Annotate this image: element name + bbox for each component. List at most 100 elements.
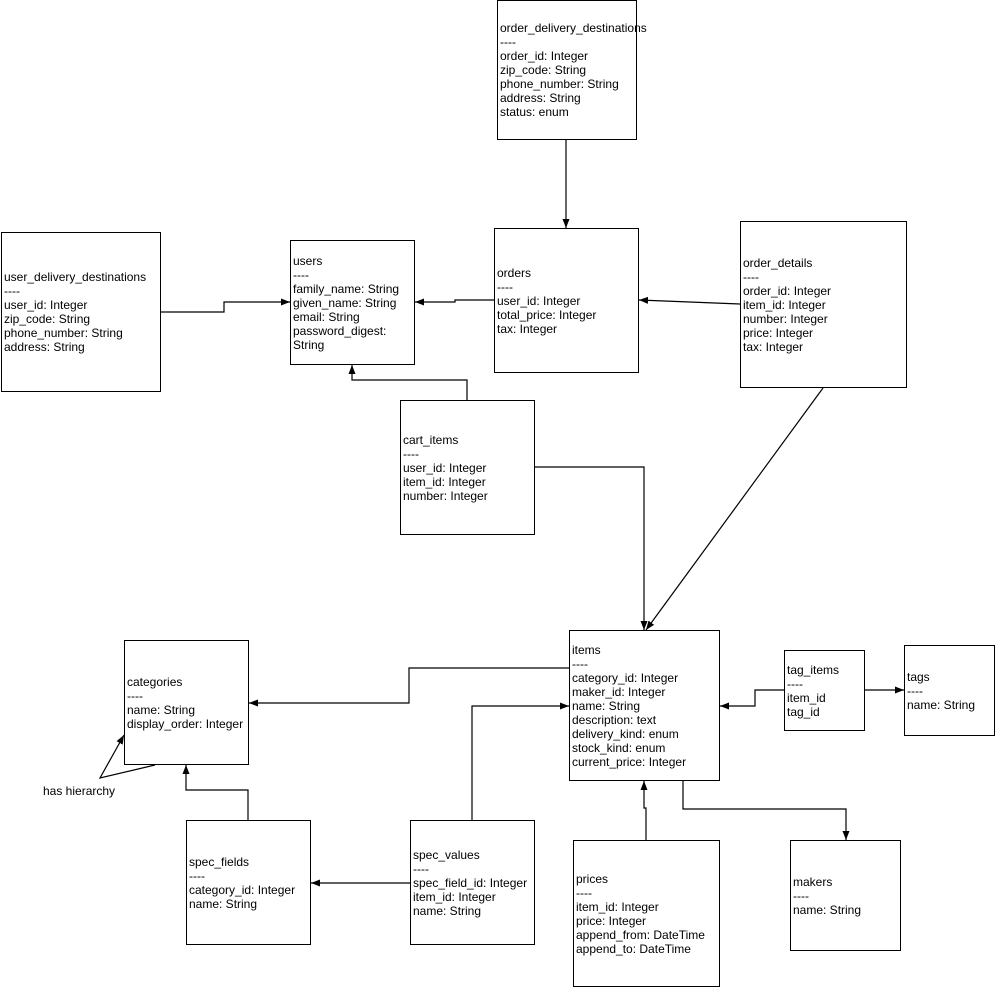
entity-title: order_delivery_destinations: [500, 21, 647, 35]
entity-title: cart_items: [403, 432, 459, 447]
entity-separator: ----: [127, 688, 143, 703]
entity-field: family_name: String: [293, 281, 400, 296]
entity-tags[interactable]: tags----name: String: [904, 645, 995, 736]
entity-separator: ----: [403, 446, 419, 461]
entity-title: orders: [497, 265, 532, 280]
entity-field: stock_kind: enum: [572, 740, 666, 755]
entity-field: zip_code: String: [500, 63, 587, 77]
entity-separator: ----: [500, 35, 516, 49]
entity-field: order_id: Integer: [500, 49, 589, 63]
entity-field: given_name: String: [293, 295, 397, 310]
entity-field: String: [293, 337, 325, 352]
entity-field: tax: Integer: [497, 321, 558, 336]
entity-title: spec_fields: [189, 854, 250, 869]
relation-spec-values-to-items: [471, 702, 569, 820]
entity-title: prices: [576, 871, 609, 886]
entity-field: number: Integer: [743, 311, 828, 326]
entity-field: price: Integer: [743, 325, 814, 340]
relation-items-to-categories: [249, 667, 569, 707]
entity-field: name: String: [793, 902, 862, 917]
entity-field: name: String: [413, 903, 482, 918]
entity-separator: ----: [413, 861, 429, 876]
entity-field: status: enum: [500, 105, 569, 119]
entity-field: delivery_kind: enum: [572, 726, 679, 741]
entity-field: user_id: Integer: [403, 460, 487, 475]
entity-separator: ----: [743, 269, 759, 284]
entity-field: price: Integer: [576, 913, 647, 928]
relation-cart-items-to-items: [535, 466, 648, 630]
entity-title: categories: [127, 674, 183, 689]
entity-separator: ----: [572, 656, 588, 671]
entity-separator: ----: [189, 868, 205, 883]
relation-order-details-to-orders: [638, 296, 741, 305]
entity-separator: ----: [576, 885, 592, 900]
entity-field: current_price: Integer: [572, 754, 687, 769]
relation-order-details-to-items: [645, 387, 824, 631]
entity-title: tags: [907, 669, 930, 684]
entity-field: item_id: Integer: [413, 889, 496, 904]
entity-field: name: String: [127, 702, 196, 717]
relation-udd-to-users: [161, 298, 290, 313]
entity-title: tag_items: [787, 662, 840, 677]
entity-user_delivery_destinations[interactable]: user_delivery_destinations----user_id: I…: [1, 232, 161, 392]
entity-field: tag_id: [787, 704, 820, 719]
entity-field: name: String: [907, 697, 976, 712]
entity-order_delivery_destinations[interactable]: order_delivery_destinations----order_id:…: [497, 0, 647, 140]
entity-separator: ----: [793, 888, 809, 903]
entity-field: maker_id: Integer: [572, 684, 666, 699]
relation-items-to-makers: [682, 781, 850, 840]
relation-tag-items-to-items: [720, 689, 784, 710]
entity-separator: ----: [293, 267, 309, 282]
entity-field: address: String: [500, 91, 581, 105]
entity-field: category_id: Integer: [189, 882, 296, 897]
entity-field: name: String: [572, 698, 641, 713]
entity-field: category_id: Integer: [572, 670, 679, 685]
entity-field: append_to: DateTime: [576, 941, 691, 956]
entity-title: user_delivery_destinations: [4, 270, 147, 284]
entity-separator: ----: [907, 683, 923, 698]
entity-title: order_details: [743, 255, 813, 270]
entity-field: name: String: [189, 896, 258, 911]
entity-separator: ----: [4, 284, 20, 298]
entity-field: item_id: Integer: [743, 297, 826, 312]
entity-field: email: String: [293, 309, 360, 324]
entity-field: display_order: Integer: [127, 716, 244, 731]
relation-orders-to-users: [415, 298, 494, 306]
entity-title: makers: [793, 874, 833, 889]
entity-field: spec_field_id: Integer: [413, 875, 528, 890]
entity-field: password_digest:: [293, 323, 387, 338]
relation-cart-items-to-users: [348, 365, 468, 400]
entity-field: total_price: Integer: [497, 307, 597, 322]
entity-field: item_id: [787, 690, 826, 705]
entity-field: phone_number: String: [500, 77, 619, 91]
entity-field: phone_number: String: [4, 326, 123, 340]
entity-field: order_id: Integer: [743, 283, 832, 298]
entity-separator: ----: [497, 279, 513, 294]
entity-field: user_id: Integer: [497, 293, 581, 308]
entity-field: item_id: Integer: [576, 899, 659, 914]
entity-separator: ----: [787, 676, 803, 691]
entity-field: append_from: DateTime: [576, 927, 705, 942]
entity-makers[interactable]: makers----name: String: [790, 840, 901, 951]
entity-field: item_id: Integer: [403, 474, 486, 489]
relation-spec-fields-to-categories: [182, 765, 249, 820]
hierarchy-note: has hierarchy: [43, 784, 116, 798]
entity-field: zip_code: String: [4, 312, 91, 326]
entity-field: user_id: Integer: [4, 298, 88, 312]
relation-categories-self-hierarchy: [98, 734, 156, 779]
entity-field: description: text: [572, 712, 657, 727]
entity-field: number: Integer: [403, 488, 488, 503]
entity-field: address: String: [4, 340, 85, 354]
